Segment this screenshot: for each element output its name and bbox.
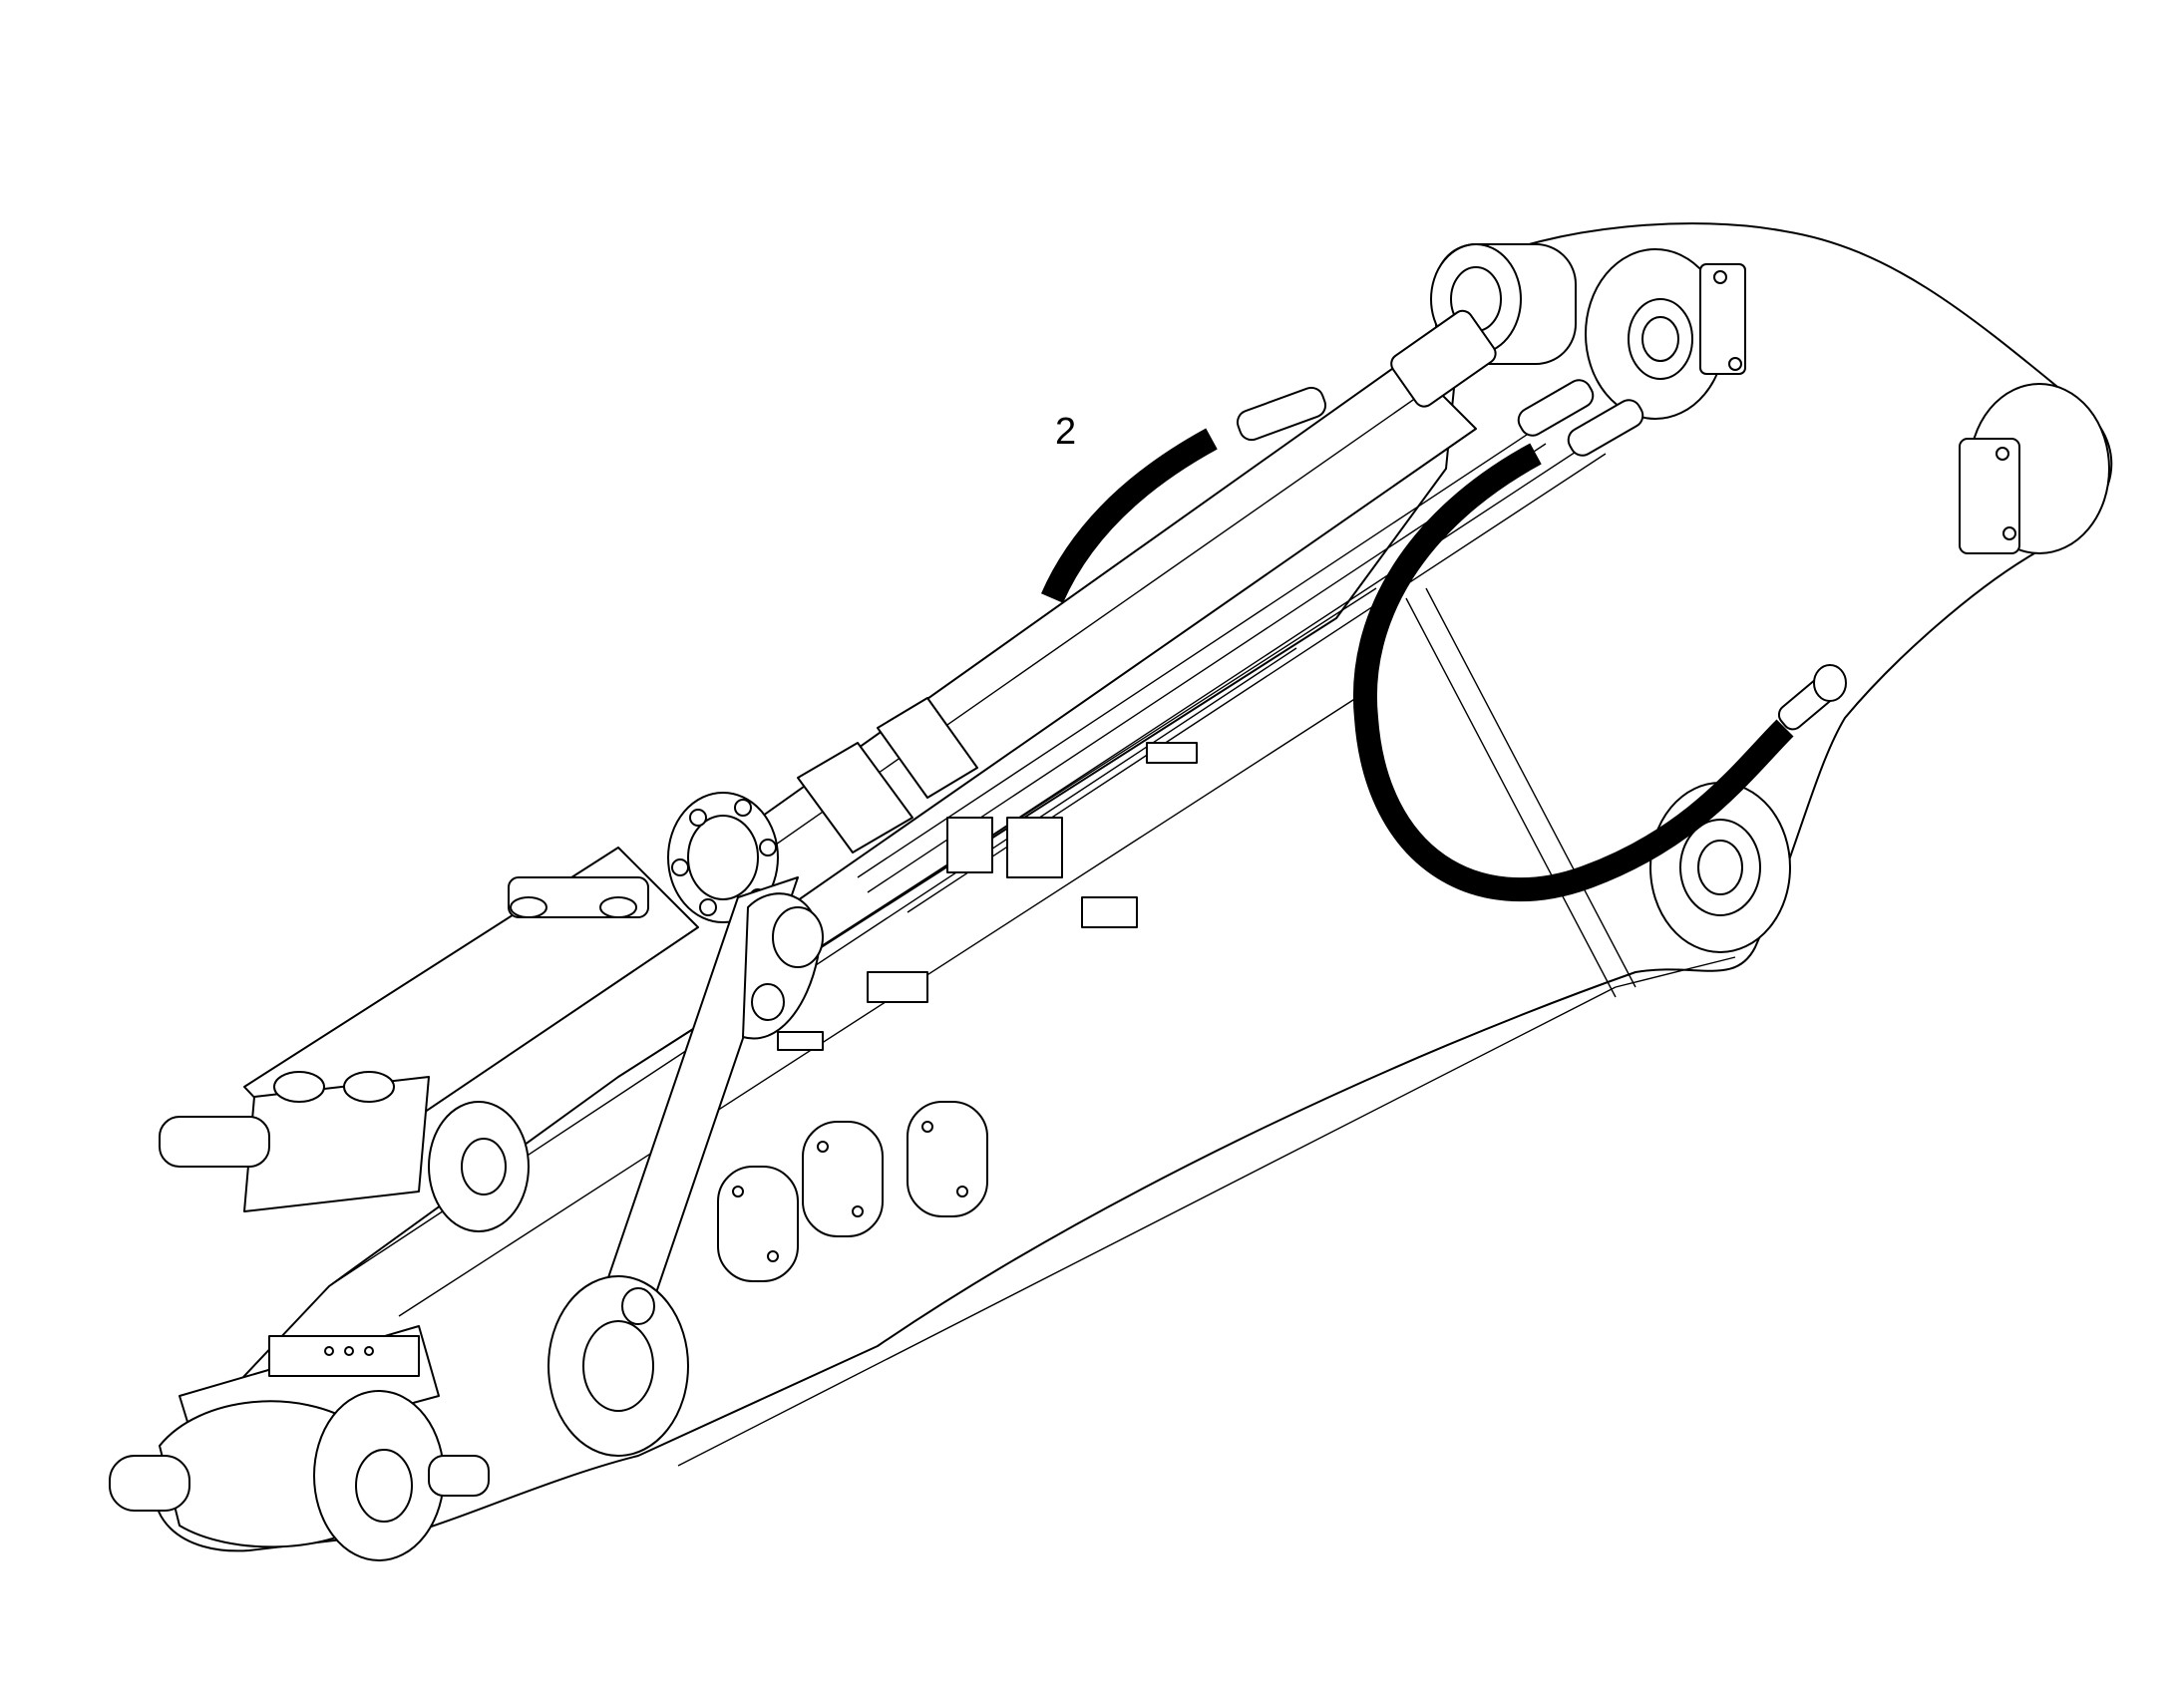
access-covers xyxy=(717,1101,988,1282)
callout-2: 2 xyxy=(1055,411,1076,453)
boom-blocks xyxy=(777,742,1198,1051)
boom-diagonal-web xyxy=(1405,587,1636,998)
hose-fittings xyxy=(1236,379,1644,457)
link-bar xyxy=(547,876,824,1457)
hydraulic-cylinder xyxy=(667,309,1607,923)
boom-lower-edge-line xyxy=(677,956,1736,1467)
boom-body xyxy=(154,222,2113,1552)
boom-foot-pin xyxy=(109,1325,490,1561)
hydraulic-hose-loop xyxy=(1353,443,1794,902)
lower-cylinder xyxy=(159,847,699,1232)
boom-right-boss xyxy=(1959,383,2110,554)
hose-end-fitting xyxy=(1777,664,1847,731)
hydraulic-hose-upper xyxy=(1041,428,1218,603)
